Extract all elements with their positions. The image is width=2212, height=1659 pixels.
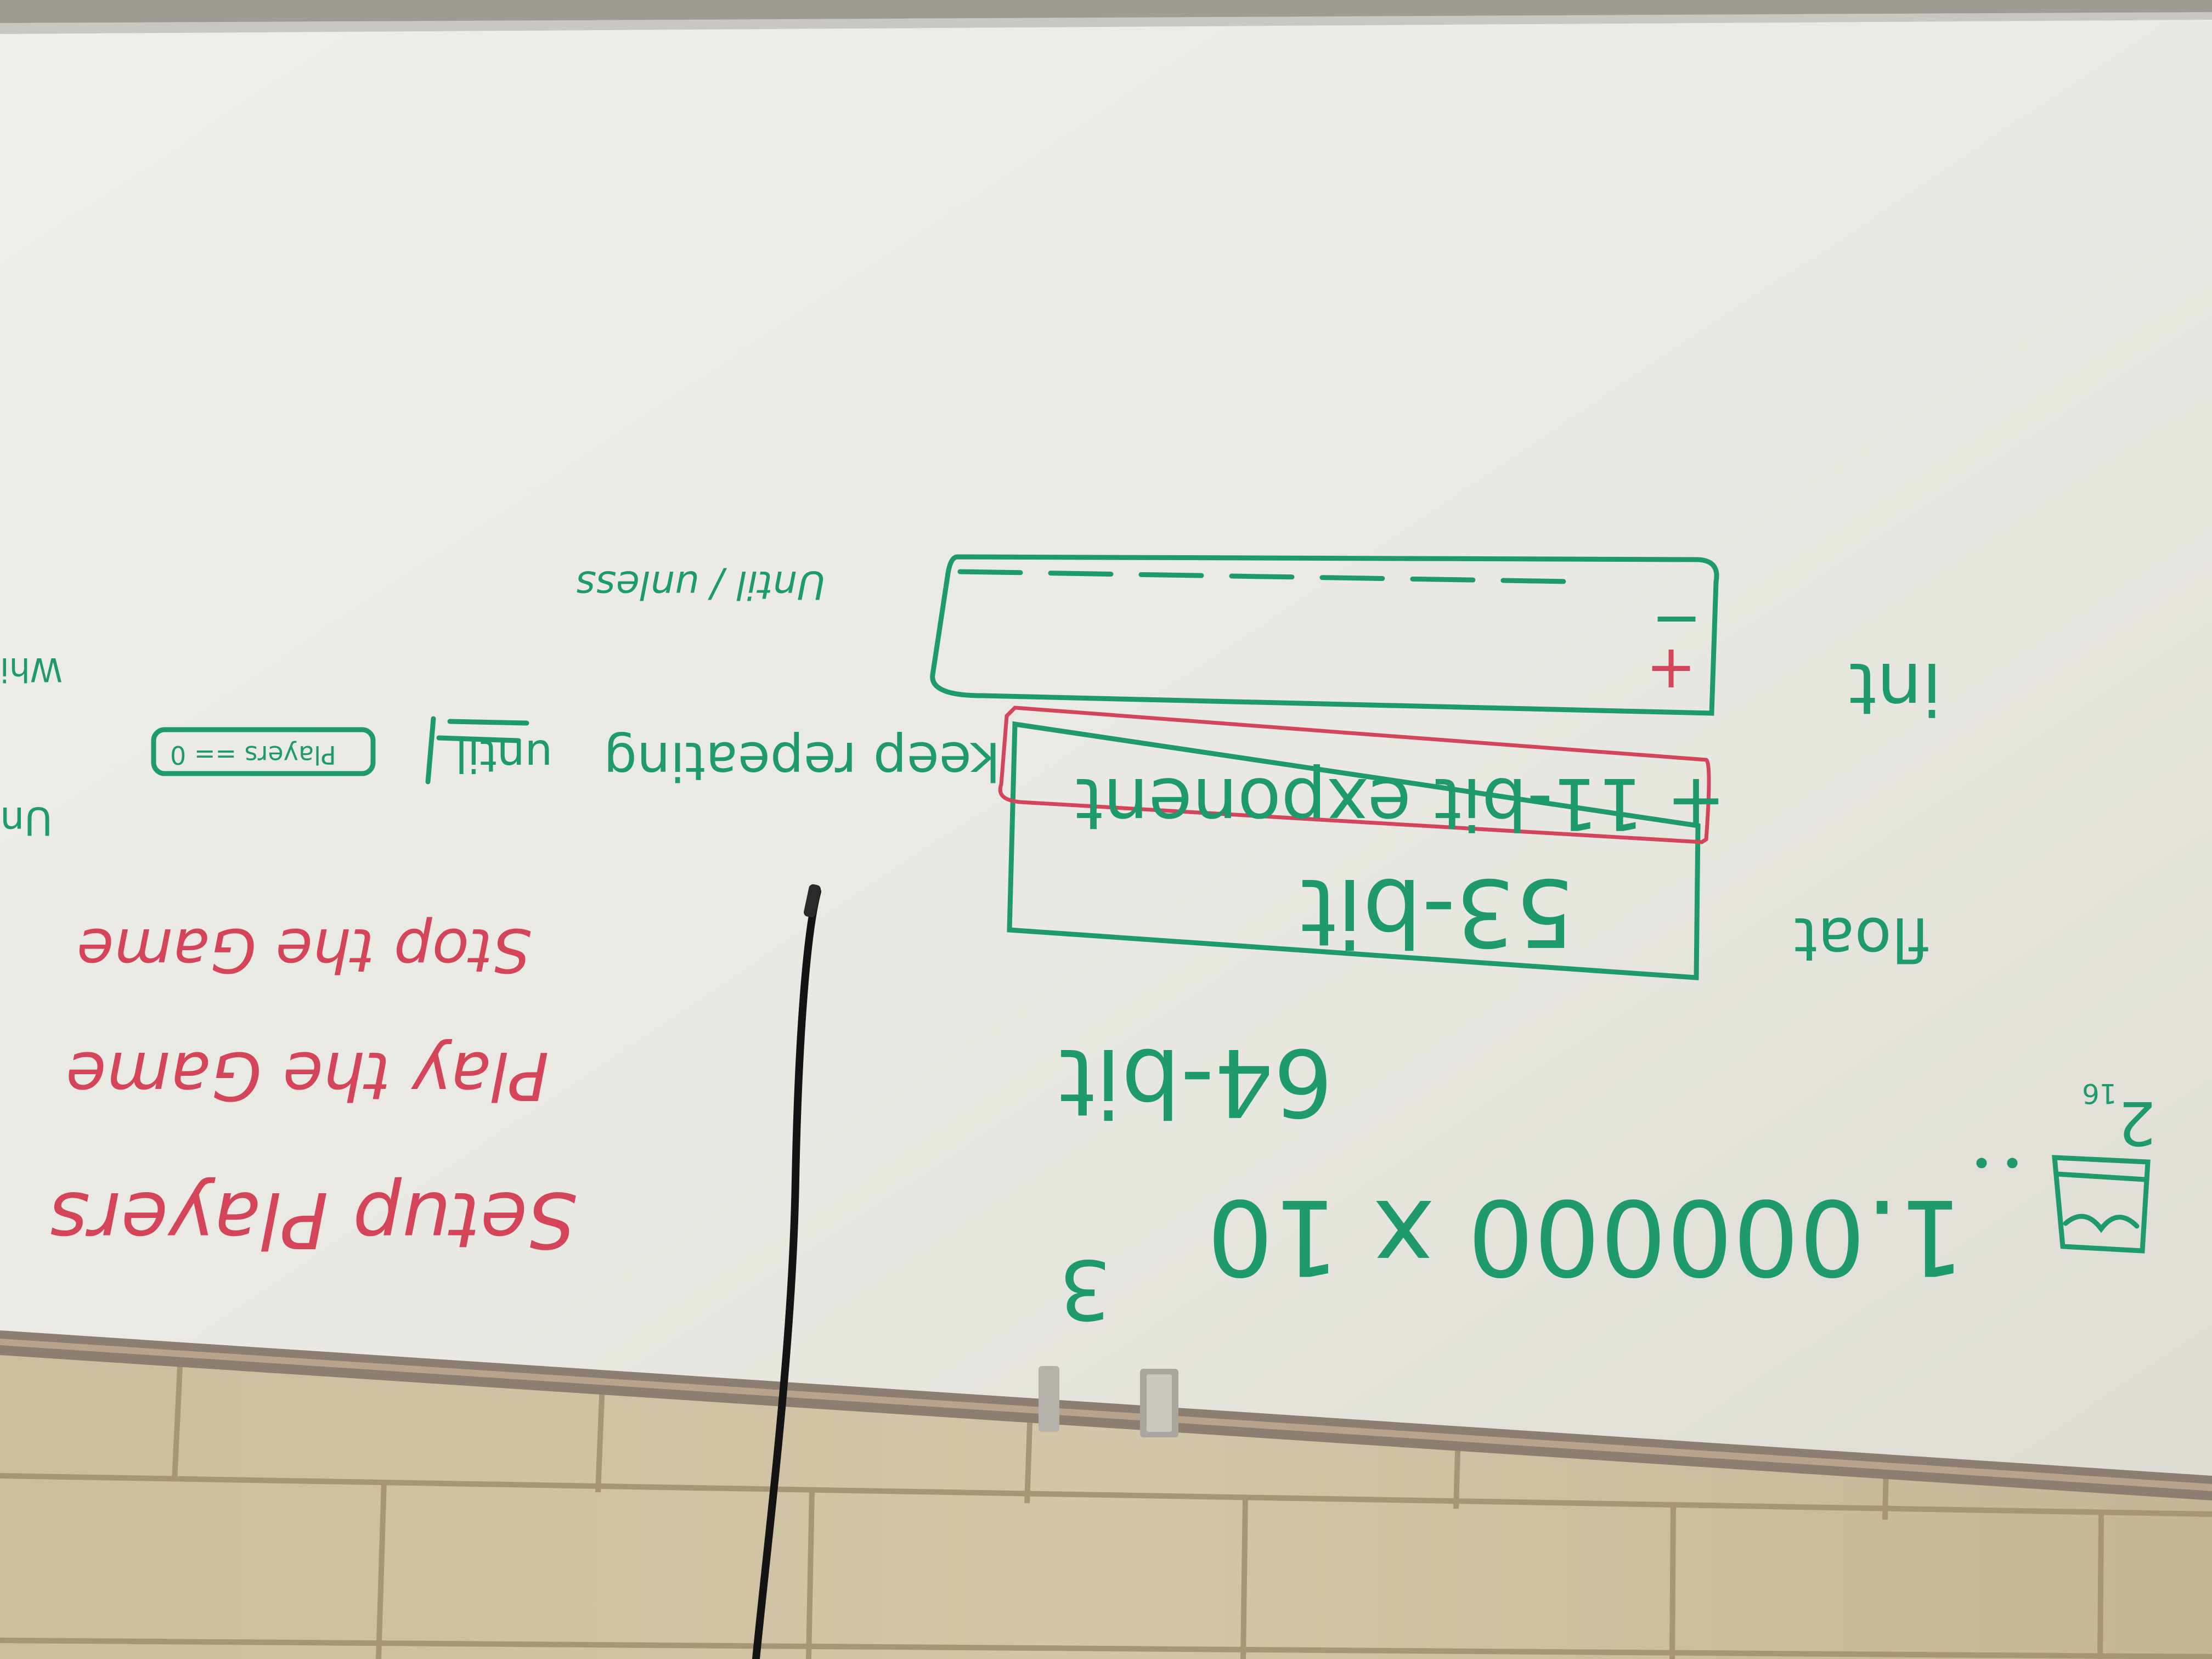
whiteboard [0,7,2212,1500]
until-unless-label: Until / unless [576,562,825,607]
bits-11-exponent-label: + 11-bit exponent [1075,762,1726,845]
tray-clips [1039,1366,1178,1437]
register-box-top [930,554,1719,716]
sign-minus-label: − [1651,586,1702,656]
scientific-exponent-label: 3 [1059,1241,1111,1336]
float-label: float [1794,904,1929,974]
sign-plus-label: + [1646,635,1696,706]
dashed-bit-line [957,569,1572,584]
condition-label: Players == 0 [170,740,336,770]
red-drawings [998,706,1711,844]
power-exp-label: 16 [2082,1077,2117,1109]
bits-64-label: 64-bit [1059,1028,1333,1136]
scientific-notation-label: 1.000000 x 10 [1207,1176,1965,1297]
edge-text-un: Un [0,798,53,843]
condition-box [151,727,376,776]
bits-53-label: 53-bit [1300,857,1574,966]
edge-text-whi: Whi [0,650,63,689]
exponent-box [998,706,1711,844]
setup-players-label: Setup Players [49,1175,577,1264]
int-label: int [1849,647,1942,730]
green-drawings [151,554,2151,1254]
microphone-cable [752,884,821,1659]
power-base-label: 2 [2118,1088,2156,1158]
mantissa-box [1007,721,1701,980]
keep-repeating-label: keep repeating [603,730,1000,792]
stop-the-game-label: Stop the Game [77,915,531,985]
until-label: until [455,730,552,781]
play-the-game-label: Play the Game [66,1037,549,1113]
memory-cup [2052,1155,2151,1254]
